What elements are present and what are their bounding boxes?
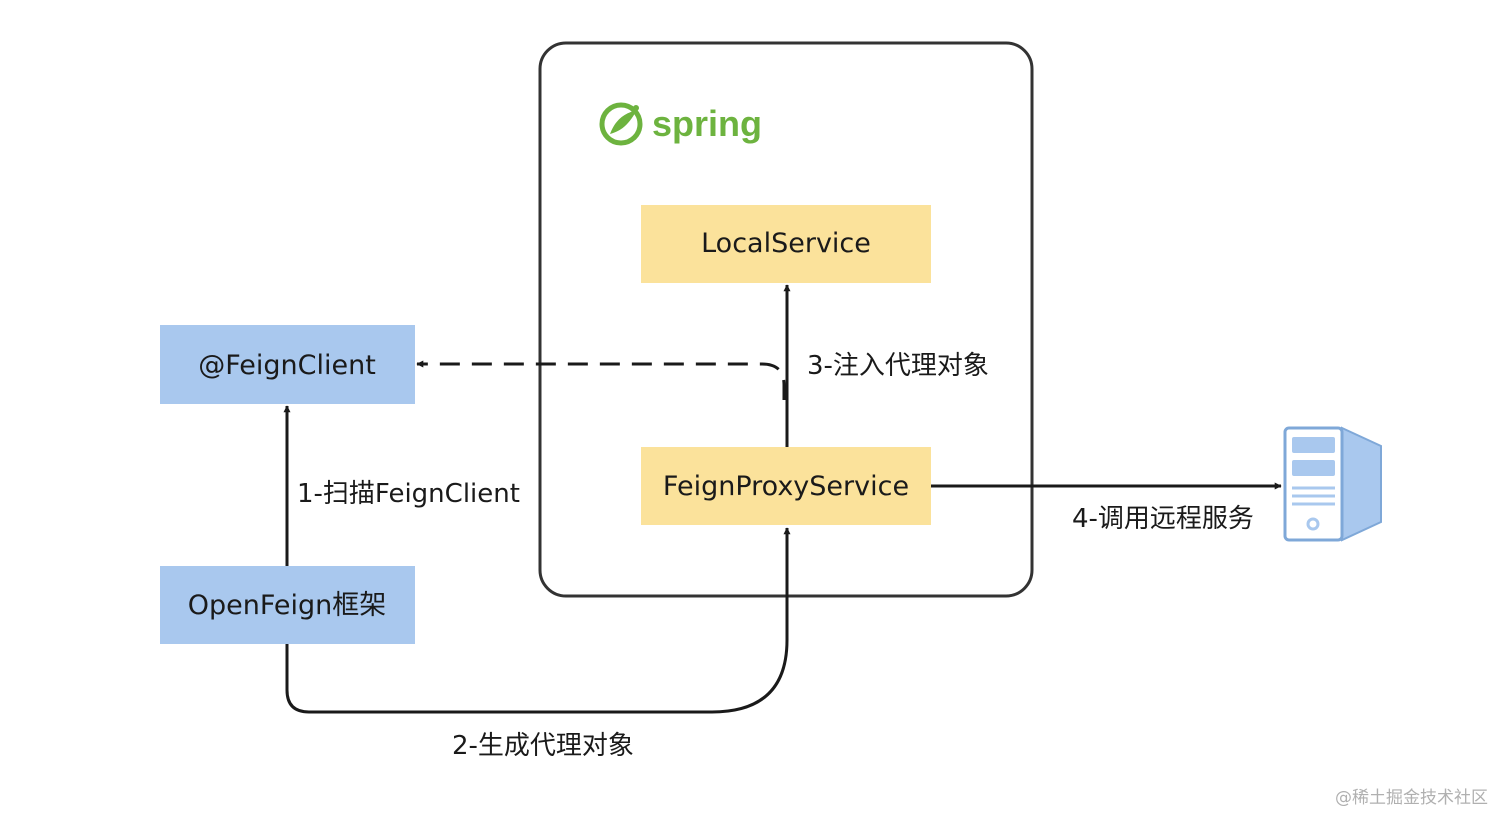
feign-client-box: @FeignClient (160, 325, 415, 404)
local-service-box: LocalService (641, 205, 931, 283)
openfeign-label: OpenFeign框架 (188, 590, 387, 621)
spring-logo-text: spring (652, 103, 762, 144)
feign-proxy-service-label: FeignProxyService (663, 471, 909, 502)
openfeign-box: OpenFeign框架 (160, 566, 415, 644)
local-service-label: LocalService (701, 228, 871, 259)
generate-arrow (285, 527, 791, 714)
inject-dashed-arrow (416, 360, 786, 400)
server-icon (1283, 426, 1382, 542)
spring-logo: spring (599, 102, 762, 146)
feign-proxy-service-box: FeignProxyService (641, 447, 931, 525)
scan-label: 1-扫描FeignClient (297, 479, 520, 509)
generate-label: 2-生成代理对象 (452, 731, 634, 761)
watermark: @稀土掘金技术社区 (1335, 788, 1488, 808)
inject-label: 3-注入代理对象 (807, 351, 989, 381)
remote-call-label: 4-调用远程服务 (1072, 504, 1254, 534)
spring-leaf-icon (599, 102, 643, 146)
feign-client-label: @FeignClient (198, 350, 376, 381)
